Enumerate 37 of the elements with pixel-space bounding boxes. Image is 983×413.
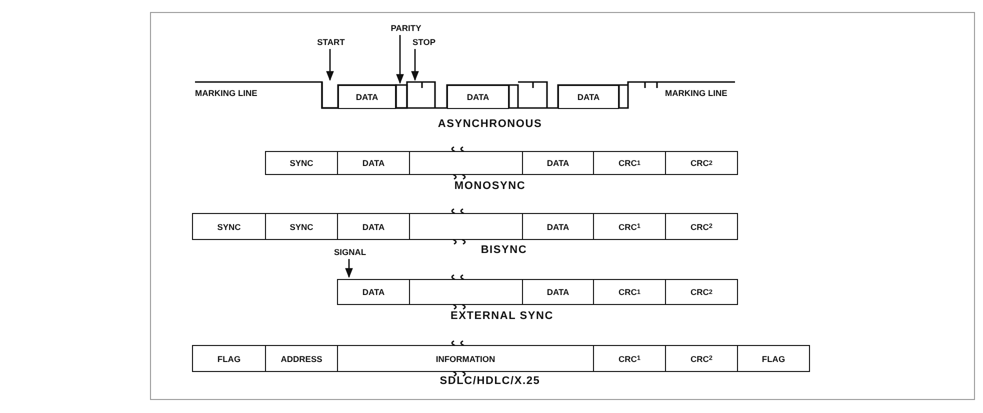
frame-field: INFORMATION — [337, 345, 594, 372]
frame-field: DATA — [337, 213, 410, 240]
frame-gap — [409, 279, 523, 305]
pointer-label: PARITY — [386, 22, 426, 34]
frame-gap — [409, 151, 523, 175]
format-title: SDLC/HDLC/X.25 — [440, 375, 540, 387]
frame-field: FLAG — [737, 345, 810, 372]
frame-field: SYNC — [265, 213, 338, 240]
frame-field: DATA — [558, 85, 619, 109]
frame-field: DATA — [337, 279, 410, 305]
frame-field: DATA — [337, 151, 410, 175]
format-title: BISYNC — [480, 244, 528, 256]
frame-field: DATA — [522, 151, 594, 175]
arrow — [326, 49, 334, 81]
frame-field: FLAG — [192, 345, 266, 372]
format-title: EXTERNAL SYNC — [450, 310, 554, 322]
format-title: MONOSYNC — [454, 180, 526, 192]
frame-field: DATA — [522, 279, 594, 305]
frame-field: DATA — [522, 213, 594, 240]
line-label: MARKING LINE — [195, 88, 258, 98]
stop-bit — [406, 81, 436, 109]
arrow — [396, 35, 404, 84]
frame-field: SYNC — [265, 151, 338, 175]
parity-bit — [395, 84, 408, 109]
line-label: MARKING LINE — [665, 88, 728, 98]
frame-field: ADDRESS — [265, 345, 338, 372]
start-bit — [321, 82, 338, 109]
arrow — [345, 259, 353, 278]
pointer-label: START — [313, 36, 349, 48]
frame-field: DATA — [338, 85, 396, 109]
pointer-label: STOP — [410, 36, 438, 48]
format-title: ASYNCHRONOUS — [438, 118, 542, 130]
frame-gap — [409, 213, 523, 240]
pointer-label: SIGNAL — [330, 246, 370, 258]
arrow — [411, 49, 419, 81]
frame-field: SYNC — [192, 213, 266, 240]
frame-field: DATA — [447, 85, 509, 109]
